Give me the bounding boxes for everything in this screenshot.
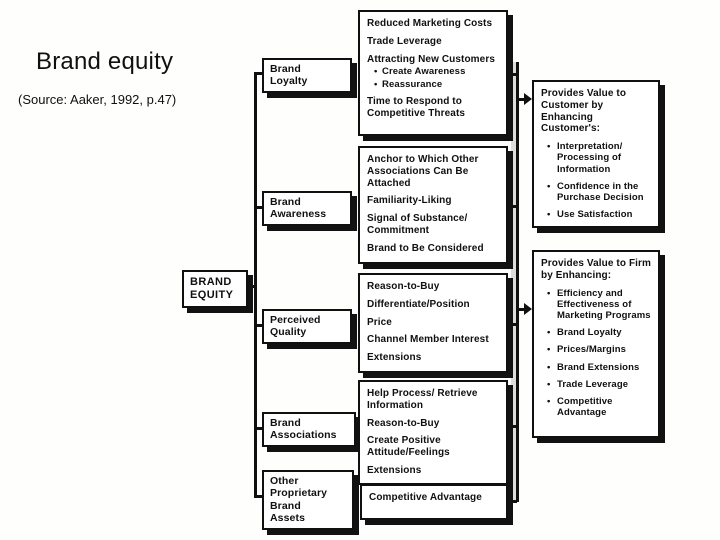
dimension-box-brand-awareness: Brand Awareness — [262, 191, 352, 226]
connector-to-firm-line — [516, 308, 528, 311]
detail-item: Channel Member Interest — [367, 334, 489, 346]
connector-arrowhead-icon — [347, 200, 357, 214]
dimension-label: Brand Loyalty — [270, 63, 308, 88]
connector-to-customer-line — [516, 98, 528, 101]
detail-item: Reason-to-Buy — [367, 417, 440, 429]
connector-stub — [254, 427, 264, 430]
dimension-label: Brand Associations — [270, 417, 337, 442]
detail-item: Create Positive Attitude/Feelings — [367, 435, 450, 459]
dimension-box-brand-loyalty: Brand Loyalty — [262, 58, 352, 93]
detail-item: Reduced Marketing Costs — [367, 18, 493, 29]
connector-stub — [508, 500, 517, 503]
connector-arrowhead-icon — [347, 67, 357, 81]
detail-item: Competitive Advantage — [369, 492, 482, 503]
connector-stub — [254, 495, 264, 498]
detail-item: Attracting New Customers — [367, 53, 495, 65]
dimension-label: Brand Awareness — [270, 196, 327, 221]
details-box-other-proprietary-brand-assets: Competitive Advantage — [360, 484, 508, 520]
connector-arrowhead-icon — [524, 303, 532, 315]
value-bullet: Interpretation/ Processing of Informatio… — [541, 141, 652, 175]
detail-item: Extensions — [367, 464, 422, 476]
connector-stub — [254, 72, 264, 75]
connector-arrowhead-icon — [349, 490, 359, 504]
connector-stub — [508, 205, 517, 208]
connector-arrowhead-icon — [351, 421, 361, 435]
detail-item: Reason-to-Buy — [367, 281, 440, 292]
detail-item: Extensions — [367, 352, 422, 364]
value-bullet: Brand Extensions — [541, 362, 652, 373]
source-caption: (Source: Aaker, 1992, p.47) — [18, 92, 177, 107]
connector-stub — [245, 285, 257, 288]
detail-item: Help Process/ Retrieve Information — [367, 388, 478, 411]
value-box-heading: Provides Value to Firm by Enhancing: — [541, 258, 652, 281]
details-box-brand-awareness: Anchor to Which Other Associations Can B… — [358, 146, 508, 264]
detail-item: Familiarity-Liking — [367, 195, 452, 207]
connector-arrowhead-icon — [524, 93, 532, 105]
page-title: Brand equity — [36, 48, 174, 75]
value-bullet: Use Satisfaction — [541, 209, 652, 220]
connector-stub — [508, 323, 517, 326]
connector-arrowhead-icon — [347, 318, 357, 332]
details-box-brand-loyalty: Reduced Marketing Costs Trade Leverage A… — [358, 10, 508, 136]
detail-item: Brand to Be Considered — [367, 242, 484, 254]
value-bullet: Prices/Margins — [541, 344, 652, 355]
detail-item: Anchor to Which Other Associations Can B… — [367, 154, 479, 189]
detail-item: Differentiate/Position — [367, 298, 470, 310]
right-spine-line — [516, 62, 519, 502]
connector-stub — [254, 324, 264, 327]
dimension-box-other-proprietary-brand-assets: Other Proprietary Brand Assets — [262, 470, 354, 530]
details-box-perceived-quality: Reason-to-Buy Differentiate/Position Pri… — [358, 273, 508, 373]
detail-subitem: Create Awareness — [367, 66, 499, 77]
brand-equity-box: BRAND EQUITY — [182, 270, 248, 308]
value-bullet: Competitive Advantage — [541, 396, 652, 418]
customer-value-box: Provides Value to Customer by Enhancing … — [532, 80, 660, 229]
details-box-brand-associations: Help Process/ Retrieve Information Reaso… — [358, 380, 508, 485]
connector-stub — [254, 206, 264, 209]
brand-equity-label: BRAND EQUITY — [190, 276, 234, 301]
connector-stub — [508, 73, 517, 76]
dimension-label: Perceived Quality — [270, 314, 321, 339]
dimension-box-perceived-quality: Perceived Quality — [262, 309, 352, 344]
value-bullet: Efficiency and Effectiveness of Marketin… — [541, 288, 652, 322]
value-bullet: Confidence in the Purchase Decision — [541, 181, 652, 203]
value-bullet: Trade Leverage — [541, 379, 652, 390]
detail-subitem: Reassurance — [367, 79, 499, 90]
dimension-label: Other Proprietary Brand Assets — [270, 475, 328, 525]
detail-item: Signal of Substance/ Commitment — [367, 213, 468, 236]
detail-item: Trade Leverage — [367, 35, 442, 47]
detail-item: Time to Respond to Competitive Threats — [367, 95, 466, 119]
dimension-box-brand-associations: Brand Associations — [262, 412, 356, 447]
value-box-heading: Provides Value to Customer by Enhancing … — [541, 88, 627, 135]
scan-artifact-band — [511, 62, 519, 502]
value-bullet: Brand Loyalty — [541, 327, 652, 338]
detail-item: Price — [367, 316, 392, 328]
firm-value-box: Provides Value to Firm by Enhancing: Eff… — [532, 250, 660, 438]
connector-stub — [508, 425, 517, 428]
